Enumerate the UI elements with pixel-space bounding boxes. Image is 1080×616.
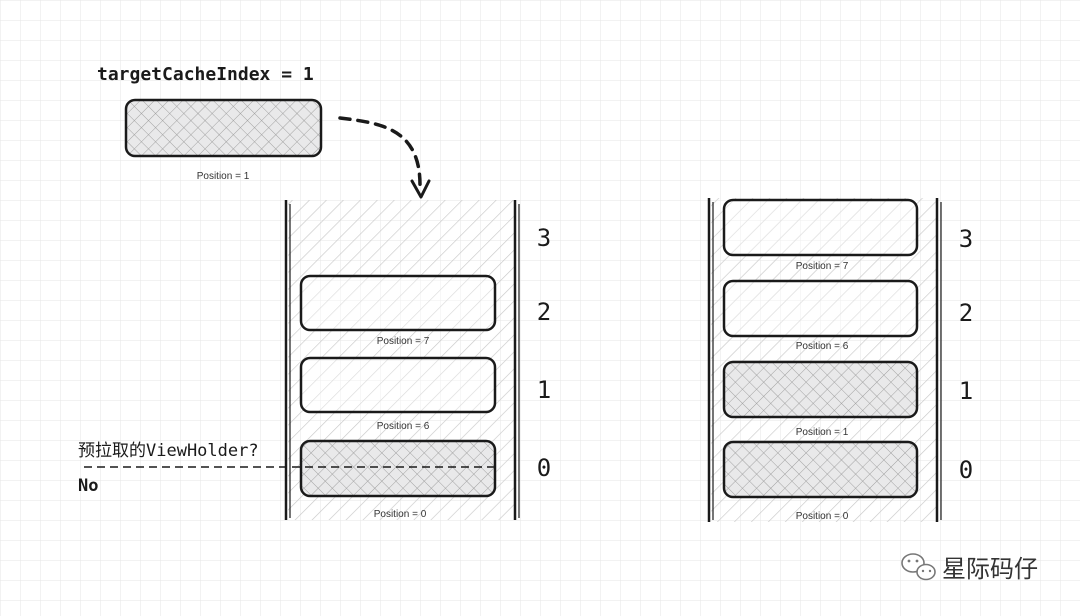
right-item-position-6-label: Position = 6 [796, 341, 849, 352]
move-arrow-head [410, 179, 431, 199]
left-item-position-6-label: Position = 6 [377, 421, 430, 432]
right-item-position-1-label: Position = 1 [796, 427, 849, 438]
left-item-position-0-label: Position = 0 [374, 509, 427, 520]
watermark-text: 星际码仔 [942, 555, 1038, 583]
right-item-position-1 [722, 360, 919, 419]
right-index-2: 2 [959, 299, 973, 327]
wechat-icon [901, 553, 936, 581]
right-index-3: 3 [959, 225, 973, 253]
right-item-position-7-label: Position = 7 [796, 261, 849, 272]
target-cache-index-label: targetCacheIndex = 1 [97, 64, 314, 85]
left-item-position-7 [299, 274, 497, 332]
floating-view-holder: Position = 1 [124, 98, 323, 182]
left-index-0: 0 [537, 454, 551, 482]
right-item-position-6 [722, 279, 919, 338]
prefetch-question: 预拉取的ViewHolder? [78, 441, 259, 461]
right-item-position-0-label: Position = 0 [796, 511, 849, 522]
left-index-1: 1 [537, 376, 551, 404]
left-cache-column: Position = 7 Position = 6 Position = 0 3… [284, 200, 551, 520]
left-item-position-0 [299, 439, 497, 498]
left-item-position-6 [299, 356, 497, 414]
left-item-position-7-label: Position = 7 [377, 336, 430, 347]
floating-view-holder-box [124, 98, 323, 158]
prefetch-answer: No [78, 476, 98, 496]
right-cache-column: Position = 7 Position = 6 Position = 1 P… [707, 198, 973, 522]
left-index-2: 2 [537, 298, 551, 326]
floating-view-holder-label: Position = 1 [197, 171, 250, 182]
left-index-3: 3 [537, 224, 551, 252]
right-index-1: 1 [959, 377, 973, 405]
right-item-position-0 [722, 440, 919, 499]
right-index-0: 0 [959, 456, 973, 484]
right-item-position-7 [722, 198, 919, 257]
move-arrow [338, 116, 422, 187]
watermark: 星际码仔 [901, 553, 1038, 583]
